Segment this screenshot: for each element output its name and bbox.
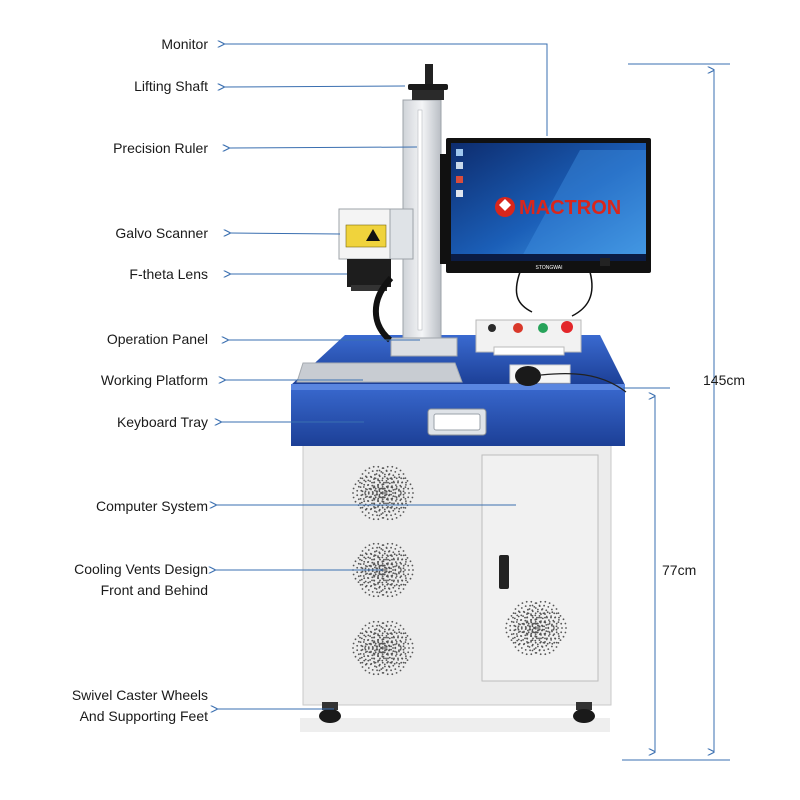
label-working-platform: Working Platform: [101, 372, 208, 388]
label-cooling-vents-line1: Cooling Vents Design: [74, 561, 208, 577]
part-labels: Monitor Lifting Shaft Precision Ruler Ga…: [72, 36, 208, 724]
mouse: [515, 366, 541, 386]
label-galvo-scanner: Galvo Scanner: [115, 225, 208, 241]
label-cooling-vents-line2: Front and Behind: [101, 582, 208, 598]
cooling-vents: [352, 465, 567, 676]
label-f-theta-lens: F-theta Lens: [129, 266, 208, 282]
tray-edge: [291, 384, 625, 390]
dimension-lines: [622, 63, 730, 761]
vent-pattern: [352, 620, 414, 676]
vent-pattern: [505, 600, 567, 656]
lifting-shaft: [425, 64, 433, 86]
dim-total-height: 145cm: [703, 372, 745, 388]
leader-lifting-shaft: [224, 86, 406, 87]
leader-galvo-scanner: [230, 233, 341, 234]
leader-monitor: [224, 44, 548, 136]
caster-feet: [319, 702, 595, 723]
label-computer-system: Computer System: [96, 498, 208, 514]
floor-shadow: [300, 718, 610, 732]
column-base: [390, 337, 458, 357]
vent-pattern: [352, 465, 414, 521]
door-lock: [499, 555, 509, 589]
label-precision-ruler: Precision Ruler: [113, 140, 208, 156]
monitor-screen: [451, 143, 646, 261]
monitor-arm: [440, 154, 446, 264]
dim-table-height: 77cm: [662, 562, 696, 578]
monitor-brand-text: MACTRON: [519, 197, 621, 219]
monitor-bezel-text: STONGWAI: [536, 265, 563, 271]
label-casters-line1: Swivel Caster Wheels: [72, 687, 208, 703]
label-lifting-shaft: Lifting Shaft: [134, 78, 208, 94]
fiber-cable: [373, 275, 394, 343]
working-platform: [296, 362, 463, 383]
leader-precision-ruler: [229, 147, 418, 148]
label-operation-panel: Operation Panel: [107, 331, 208, 347]
label-casters-line2: And Supporting Feet: [80, 708, 209, 724]
label-keyboard-tray: Keyboard Tray: [117, 414, 208, 430]
leader-lines: [215, 44, 548, 709]
precision-ruler: [417, 109, 423, 331]
label-monitor: Monitor: [161, 36, 208, 52]
machine-illustration: MACTRON STONGWAI: [291, 64, 651, 732]
vent-pattern: [352, 542, 414, 598]
mactron-logo: [495, 197, 515, 217]
tray-handle-grip: [433, 413, 481, 431]
